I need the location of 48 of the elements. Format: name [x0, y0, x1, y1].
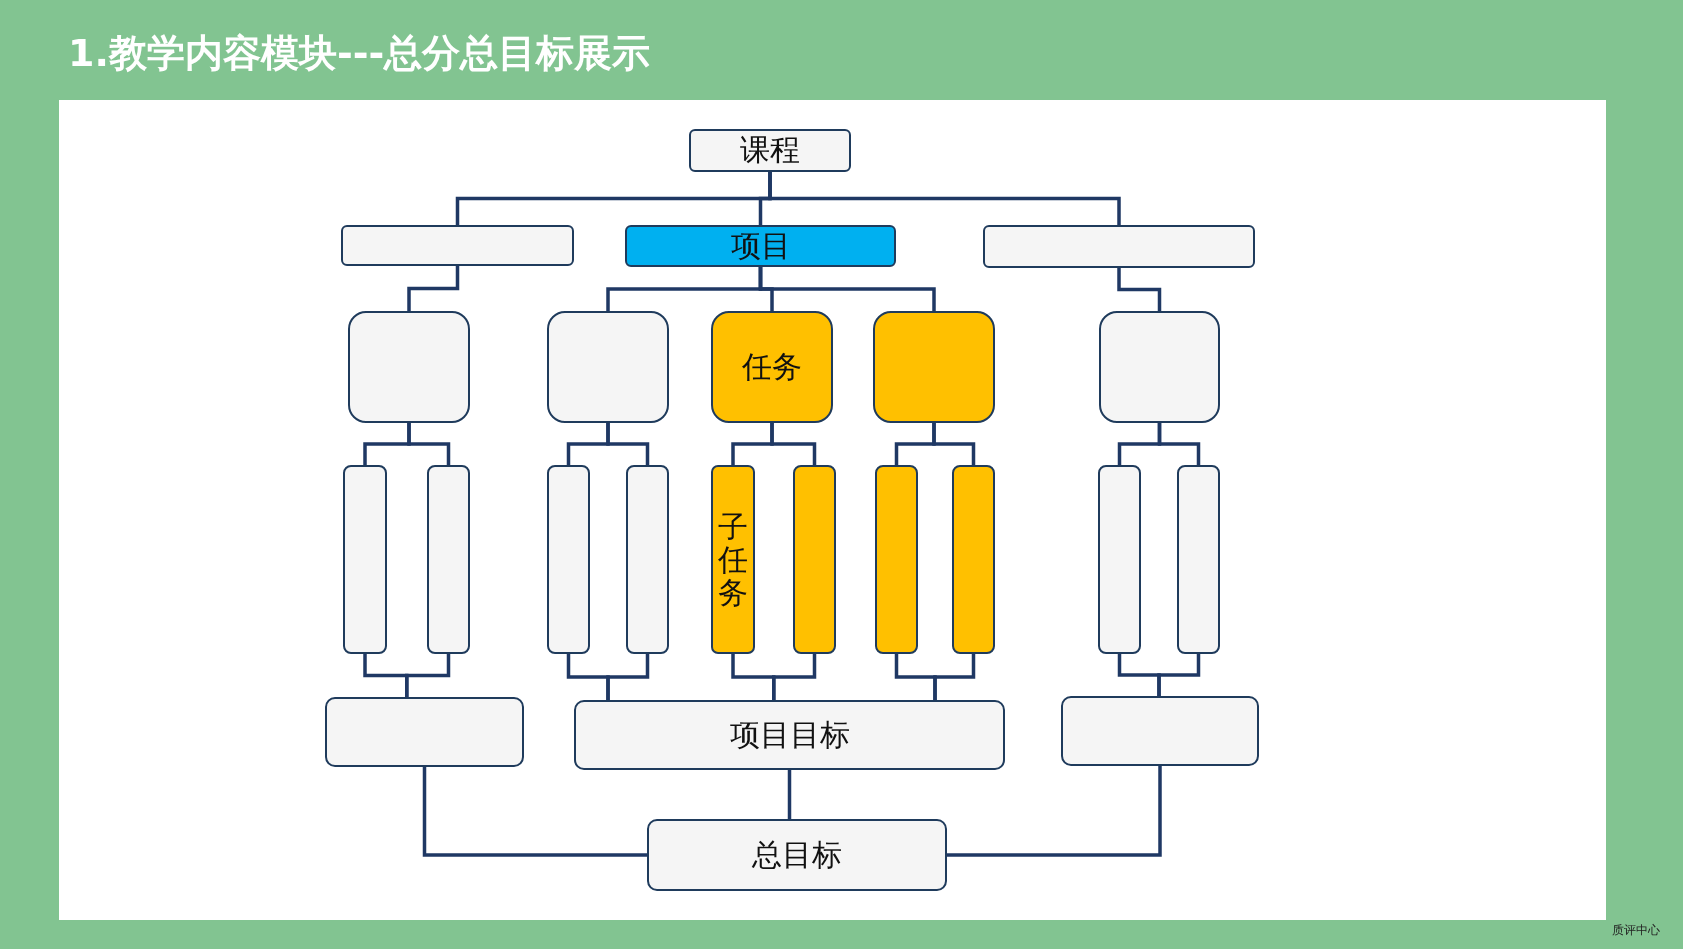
connector-line — [787, 770, 792, 819]
empty-bar — [343, 465, 387, 654]
node-label: 课程 — [740, 131, 800, 169]
node-label: 子任务 — [718, 510, 748, 609]
connector-line — [407, 423, 451, 465]
connector-line — [407, 266, 460, 311]
connector-line — [1157, 654, 1201, 696]
connector-line — [422, 767, 647, 857]
connector-line — [770, 423, 817, 465]
label-box — [574, 700, 1005, 770]
empty-box — [348, 311, 470, 423]
connector-line — [772, 654, 817, 700]
connector-line — [1117, 268, 1162, 311]
node-label: 任务 — [742, 347, 802, 386]
label-box — [647, 819, 947, 891]
node-label: 项目 — [730, 226, 791, 265]
label-box — [689, 129, 851, 172]
connector-line — [933, 654, 976, 700]
label-box — [625, 225, 896, 267]
slide-title: 1.教学内容模块---总分总目标展示 — [68, 30, 651, 77]
empty-box — [547, 311, 669, 423]
empty-box — [1061, 696, 1259, 766]
node-label: 项目目标 — [729, 715, 850, 754]
empty-bar — [626, 465, 669, 654]
empty-box — [983, 225, 1255, 268]
empty-bar — [427, 465, 470, 654]
empty-box — [1099, 311, 1220, 423]
connector-line — [768, 172, 1121, 225]
empty-bar — [547, 465, 590, 654]
empty-box — [325, 697, 524, 767]
empty-bar — [952, 465, 995, 654]
connector-line — [606, 654, 650, 700]
connector-line — [758, 267, 936, 311]
label-box — [711, 311, 833, 423]
empty-bar — [1098, 465, 1141, 654]
subtask-bar — [711, 465, 755, 654]
empty-bar — [1177, 465, 1220, 654]
connector-line — [606, 423, 650, 465]
footer-text: 质评中心 — [1612, 922, 1660, 939]
empty-bar — [875, 465, 918, 654]
connector-line — [1157, 423, 1201, 465]
empty-box — [341, 225, 574, 266]
connector-line — [932, 423, 976, 465]
empty-box — [873, 311, 995, 423]
empty-bar — [793, 465, 836, 654]
node-label: 总目标 — [752, 835, 842, 874]
connector-line — [405, 654, 451, 697]
connector-line — [947, 766, 1162, 857]
